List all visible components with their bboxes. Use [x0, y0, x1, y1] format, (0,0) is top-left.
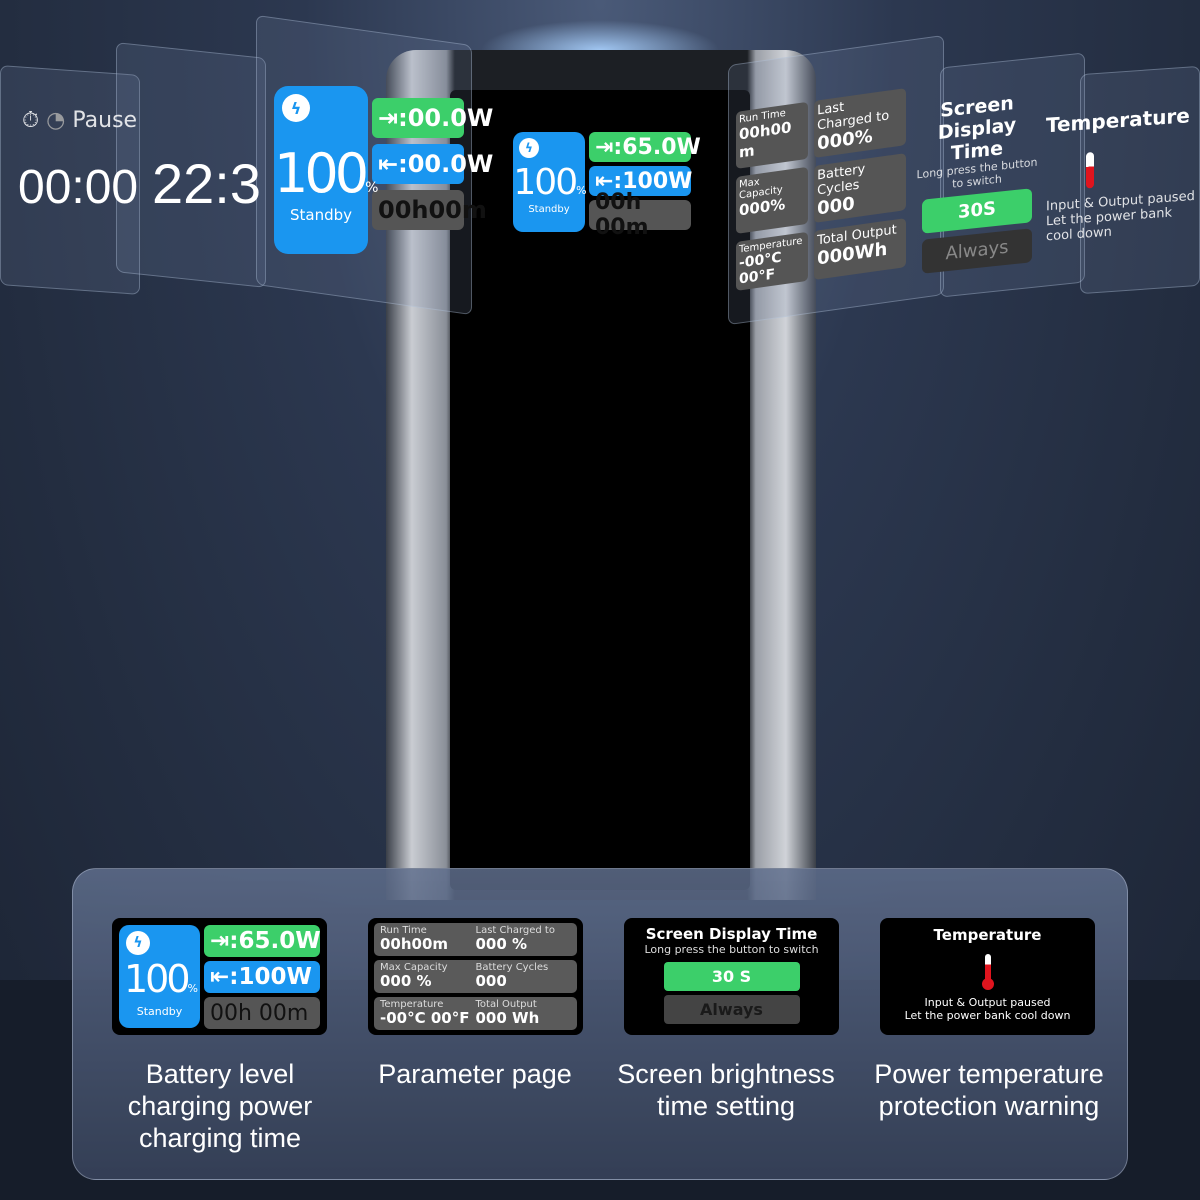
- stopwatch-row: ⏱ ◔ Pause: [22, 108, 137, 133]
- cycles-label: Battery Cycles: [817, 161, 866, 199]
- device-screen-ui: ϟ 100% Standby ⇥:65.0W ⇤: 100W 00h 00m: [513, 132, 701, 240]
- caption-line: charging power: [127, 1091, 313, 1121]
- battery-tile: ϟ 100% Standby: [513, 132, 587, 232]
- floating-display-time-ui: Screen Display Time Long press the butto…: [916, 90, 1038, 275]
- battery-percent: 100: [513, 162, 578, 203]
- option-30s: 30 S: [663, 962, 800, 991]
- param-label: Temperature: [380, 999, 444, 1010]
- time-value: 00h 00m: [589, 190, 691, 240]
- param-label: Run Time: [380, 925, 427, 936]
- floating-temperature-ui: Temperature Input & Output paused Let th…: [1046, 103, 1198, 244]
- input-power: ⇥:00.0W: [372, 98, 493, 138]
- param-label: Last Charged to: [475, 925, 555, 936]
- timer-icon: ◔: [46, 108, 66, 133]
- time-value: 00h00m: [372, 190, 487, 230]
- battery-percent: 100: [274, 142, 369, 205]
- option-always: Always: [663, 995, 800, 1024]
- output-power: ⇤: 100W: [204, 961, 320, 993]
- input-power-value: 65.0W: [622, 134, 701, 160]
- cycles-value: 000: [817, 193, 855, 220]
- caption-parameters: Parameter page: [345, 1058, 605, 1090]
- param-value: 000: [475, 972, 507, 990]
- battery-tile: ϟ 100% Standby: [119, 925, 200, 1028]
- status-text: Standby: [289, 206, 353, 224]
- param-label: Max Capacity: [380, 962, 448, 973]
- percent-sign: %: [365, 180, 378, 196]
- caption-line: Power temperature: [874, 1059, 1104, 1089]
- stopwatch-icon: ⏱: [22, 108, 40, 133]
- output-power-value: 100W: [622, 168, 693, 194]
- status-text: Standby: [528, 204, 570, 215]
- temperature-title: Temperature: [933, 926, 1042, 944]
- status-text: Standby: [136, 1005, 183, 1018]
- run-time-value: 00h00m: [739, 118, 792, 162]
- input-power: ⇥:65.0W: [204, 925, 321, 957]
- param-value: -00°C 00°F: [380, 1009, 470, 1027]
- input-power-value: 65.0W: [238, 928, 321, 954]
- input-power: ⇥:65.0W: [589, 132, 701, 162]
- caption-line: time setting: [656, 1091, 796, 1121]
- param-value: 00h00m: [380, 935, 449, 953]
- input-power-value: 00.0W: [407, 104, 494, 132]
- param-label: Total Output: [475, 999, 537, 1010]
- output-power: ⇤:00.0W: [372, 144, 493, 184]
- card-display-time: Screen Display Time Long press the butto…: [624, 918, 839, 1035]
- time-value: 00h 00m: [204, 997, 320, 1029]
- card-battery: ϟ 100% Standby ⇥:65.0W ⇤: 100W 00h 00m: [112, 918, 327, 1035]
- display-time-title: Screen Display Time: [645, 925, 818, 943]
- param-label: Battery Cycles: [475, 962, 549, 973]
- caption-line: Battery level: [145, 1059, 295, 1089]
- output-power-value: 100W: [238, 964, 312, 990]
- stopwatch-value: 00:00: [18, 161, 139, 214]
- param-value: 000 Wh: [475, 1009, 540, 1027]
- param-value: 000 %: [380, 972, 432, 990]
- output-power: ⇤: 100W: [589, 166, 693, 196]
- thermometer-icon: [1086, 151, 1094, 189]
- temperature-value: -00°C 00°F: [739, 249, 782, 288]
- bolt-icon: ϟ: [282, 94, 310, 122]
- card-battery-ui: ϟ 100% Standby ⇥:65.0W ⇤: 100W 00h 00m: [119, 925, 321, 1029]
- pause-label: Pause: [72, 108, 138, 133]
- battery-tile: ϟ 100% Standby: [274, 86, 379, 254]
- battery-percent: 100: [124, 957, 191, 1001]
- output-power-value: 00.0W: [407, 150, 494, 178]
- percent-sign: %: [576, 184, 587, 197]
- percent-sign: %: [187, 982, 199, 995]
- caption-line: protection warning: [878, 1091, 1100, 1121]
- bolt-icon: ϟ: [126, 931, 150, 955]
- floating-battery-ui: ϟ 100% Standby ⇥:00.0W ⇤:00.0W 00h00m: [274, 86, 493, 254]
- bolt-icon: ϟ: [519, 138, 539, 158]
- card-temperature: Temperature Input & Output paused Let th…: [880, 918, 1095, 1035]
- temperature-line1: Input & Output paused: [924, 996, 1051, 1009]
- clock-value: 22:3: [152, 152, 261, 215]
- caption-line: Screen brightness: [617, 1059, 835, 1089]
- display-time-subtitle: Long press the button to switch: [644, 943, 819, 956]
- option-30s: 30S: [922, 188, 1032, 234]
- temperature-line2: Let the power bank cool down: [904, 1009, 1071, 1022]
- caption-line: charging time: [138, 1123, 302, 1153]
- param-value: 000 %: [475, 935, 528, 953]
- caption-line: Parameter page: [378, 1059, 572, 1089]
- thermometer-icon: [981, 954, 994, 990]
